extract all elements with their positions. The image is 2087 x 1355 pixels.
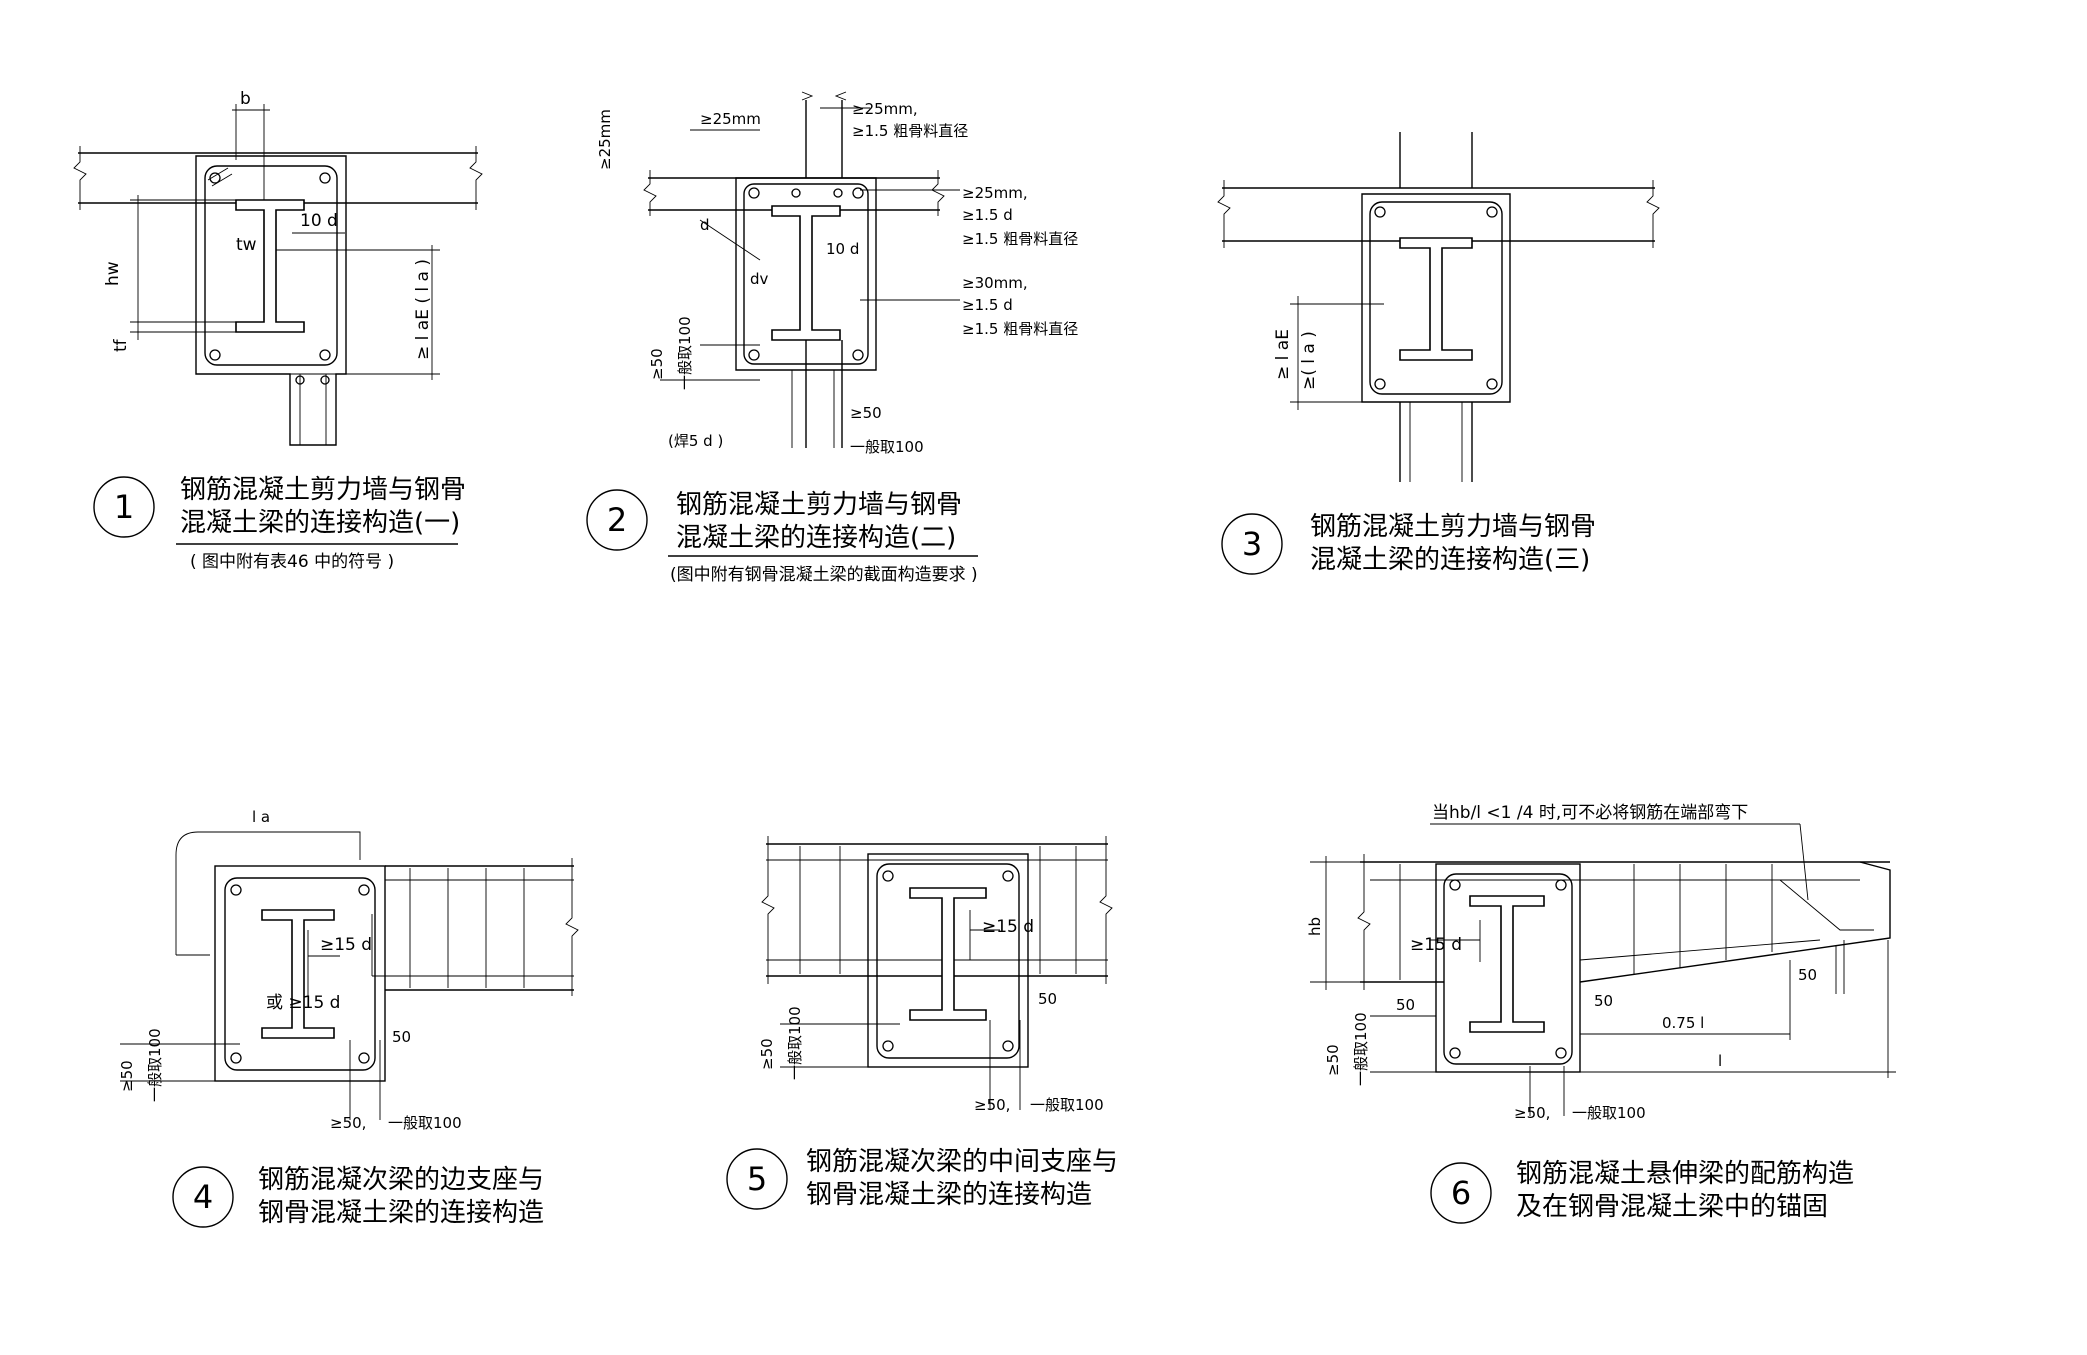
detail-number-2: 2 — [607, 501, 627, 539]
detail-6: 当hb/l <1 /4 时,可不必将钢筋在端部弯下 hb ≥15 d 50 50… — [1306, 803, 1896, 1224]
caption-4-line2: 钢骨混凝土梁的连接构造 — [258, 1198, 544, 1228]
detail-number-circle-3 — [1221, 513, 1283, 575]
label-3-anchor2: ≥( l a ) — [1299, 331, 1319, 390]
label-2-10d: 10 d — [826, 240, 859, 258]
label-5-general100: 一般取100 — [786, 1006, 804, 1080]
detail-number-3: 3 — [1242, 525, 1262, 563]
detail-number-6: 6 — [1451, 1174, 1471, 1212]
label-6-ge50: ≥50 — [1324, 1044, 1342, 1076]
beam-outline-5 — [867, 853, 1029, 1068]
label-2-ge50-b: ≥50 — [850, 404, 882, 422]
beam-outline-2 — [735, 177, 877, 371]
label-2-general100: 一般取100 — [676, 316, 694, 390]
steel-i-section-1 — [235, 199, 305, 333]
label-6-general100: 一般取100 — [1352, 1012, 1370, 1086]
label-6-075l: 0.75 l — [1662, 1014, 1704, 1032]
beam-outline-3 — [1361, 193, 1511, 403]
detail-number-5: 5 — [747, 1160, 767, 1198]
label-2-tr1: ≥25mm, — [852, 100, 918, 118]
label-tw: tw — [236, 235, 257, 255]
label-4-la: l a — [252, 808, 270, 826]
steel-i-section-3 — [1399, 237, 1473, 361]
detail-number-1: 1 — [114, 488, 134, 526]
caption-6-line2: 及在钢骨混凝土梁中的锚固 — [1516, 1192, 1828, 1222]
label-2-rb2: ≥1.5 d — [962, 296, 1013, 314]
steel-i-section-4 — [261, 909, 335, 1039]
label-4-general100-b: 一般取100 — [388, 1114, 462, 1132]
detail-4: l a ≥15 d 或 ≥15 d 50 ≥50 一般取100 ≥50, 一般取… — [118, 808, 579, 1228]
steel-i-section-6 — [1469, 895, 1545, 1033]
note-2: (图中附有钢骨混凝土梁的截面构造要求 ) — [670, 565, 978, 585]
label-4-ge50: ≥50 — [118, 1060, 136, 1092]
label-2-general100-b: 一般取100 — [850, 438, 924, 456]
detail-2: ≥25mm ≥25mm ≥25mm, ≥1.5 粗骨料直径 ≥25mm, ≥1.… — [586, 91, 1078, 585]
label-2-weld: (焊5 d ) — [668, 432, 723, 450]
label-hw: hw — [103, 261, 123, 286]
detail-number-4: 4 — [193, 1178, 213, 1216]
caption-3-line2: 混凝土梁的连接构造(三) — [1310, 545, 1590, 575]
detail-number-circle-4 — [172, 1166, 234, 1228]
detail-number-circle-6 — [1430, 1162, 1492, 1224]
steel-i-section-5 — [909, 887, 987, 1021]
label-2-rb1: ≥30mm, — [962, 274, 1028, 292]
label-2-ra2: ≥1.5 d — [962, 206, 1013, 224]
label-2-dv: dv — [750, 270, 769, 288]
label-4-general100: 一般取100 — [146, 1028, 164, 1102]
caption-1-line1: 钢筋混凝土剪力墙与钢骨 — [180, 475, 466, 505]
caption-5-line1: 钢筋混凝次梁的中间支座与 — [806, 1147, 1118, 1177]
caption-3-line1: 钢筋混凝土剪力墙与钢骨 — [1310, 512, 1596, 542]
label-6-general100-b: 一般取100 — [1572, 1104, 1646, 1122]
label-5-general100-b: 一般取100 — [1030, 1096, 1104, 1114]
label-2-d: d — [700, 216, 710, 234]
label-4-or15d: 或 ≥15 d — [266, 993, 340, 1013]
caption-5-line2: 钢骨混凝土梁的连接构造 — [806, 1180, 1092, 1210]
label-3-anchor1: ≥ l aE — [1273, 329, 1293, 380]
beam-outline-6 — [1435, 863, 1581, 1073]
caption-4-line1: 钢筋混凝次梁的边支座与 — [258, 1165, 544, 1195]
detail-5: ≥15 d 50 ≥50 一般取100 ≥50, 一般取100 5 钢筋混凝次梁… — [726, 836, 1118, 1210]
caption-6-line1: 钢筋混凝土悬伸梁的配筋构造 — [1516, 1159, 1854, 1189]
label-6-50b: 50 — [1594, 992, 1613, 1010]
steel-i-section-2 — [771, 205, 841, 341]
label-6-hb: hb — [1306, 917, 1324, 936]
label-2-tr2: ≥1.5 粗骨料直径 — [852, 122, 968, 140]
detail-number-circle-1 — [93, 476, 155, 538]
label-2-top-25: ≥25mm — [700, 110, 761, 128]
beam-outline-1 — [195, 155, 347, 446]
label-6-top-note: 当hb/l <1 /4 时,可不必将钢筋在端部弯下 — [1432, 803, 1748, 823]
detail-3: ≥ l aE ≥( l a ) 3 钢筋混凝土剪力墙与钢骨 混凝土梁的连接构造(… — [1217, 132, 1660, 575]
label-4-ge15d: ≥15 d — [320, 935, 372, 955]
wall-2 — [805, 100, 843, 448]
caption-2-line2: 混凝土梁的连接构造(二) — [676, 523, 956, 553]
wall-3 — [1399, 132, 1473, 482]
label-2-ra3: ≥1.5 粗骨料直径 — [962, 230, 1078, 248]
label-2-left-25: ≥25mm — [596, 109, 614, 170]
label-2-ra1: ≥25mm, — [962, 184, 1028, 202]
detail-1: b 10 d tw hw tf ≥ l aE ( l a ) 1 钢筋混凝土剪力… — [73, 89, 483, 572]
label-4-50: 50 — [392, 1028, 411, 1046]
label-6-l: l — [1718, 1052, 1722, 1070]
label-4-ge50-b: ≥50, — [330, 1114, 366, 1132]
label-5-ge50-b: ≥50, — [974, 1096, 1010, 1114]
label-6-ge50-b: ≥50, — [1514, 1104, 1550, 1122]
note-1: ( 图中附有表46 中的符号 ) — [190, 552, 394, 572]
label-10d: 10 d — [300, 211, 338, 231]
label-5-50: 50 — [1038, 990, 1057, 1008]
beam-outline-4 — [214, 865, 386, 1082]
label-b: b — [240, 89, 251, 109]
detail-number-circle-2 — [586, 489, 648, 551]
label-tf: tf — [111, 338, 131, 352]
label-6-ge15d: ≥15 d — [1410, 935, 1462, 955]
label-5-ge50: ≥50 — [758, 1038, 776, 1070]
label-5-ge15d: ≥15 d — [982, 917, 1034, 937]
detail-number-circle-5 — [726, 1148, 788, 1210]
label-2-ge50: ≥50 — [648, 348, 666, 380]
label-6-50a: 50 — [1396, 996, 1415, 1014]
label-6-50c: 50 — [1798, 966, 1817, 984]
label-anchor-1: ≥ l aE ( l a ) — [413, 259, 433, 360]
caption-2-line1: 钢筋混凝土剪力墙与钢骨 — [676, 490, 962, 520]
label-2-rb3: ≥1.5 粗骨料直径 — [962, 320, 1078, 338]
caption-1-line2: 混凝土梁的连接构造(一) — [180, 508, 460, 538]
